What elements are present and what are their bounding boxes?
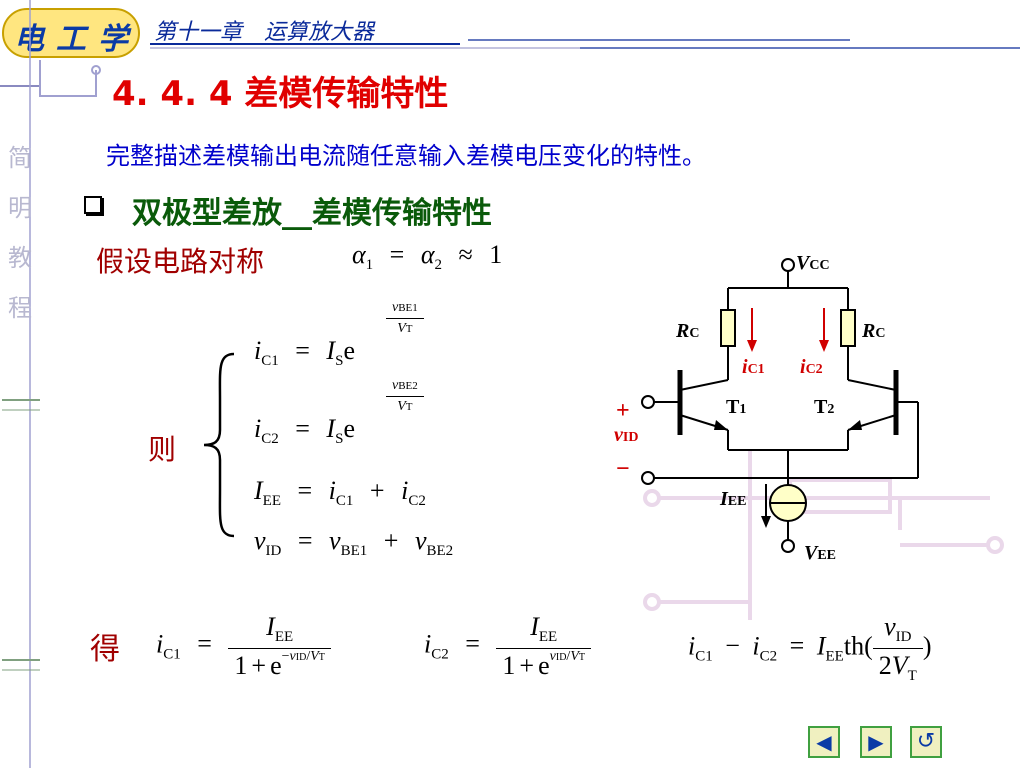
triangle-left-icon: ◀: [816, 730, 832, 754]
system-brace: [203, 352, 235, 538]
input-minus-label: −: [616, 456, 630, 482]
return-arrow-icon: ↺: [916, 729, 936, 754]
sidebar-char-3: 教: [8, 244, 32, 272]
return-button[interactable]: ↺: [910, 726, 942, 758]
section-intro: 完整描述差模输出电流随任意输入差模电压变化的特性。: [106, 142, 706, 170]
rc-right-label: RC: [862, 320, 886, 342]
t1-label: T1: [726, 396, 747, 418]
then-label: 则: [148, 433, 177, 466]
assumption-label: 假设电路对称: [96, 245, 265, 278]
sidebar-char-1: 简: [8, 144, 32, 172]
bullet-checkbox-icon: [84, 196, 102, 214]
assumption-equation: α1 = α2 ≈ 1: [352, 240, 503, 273]
section-title: 4. 4. 4 差模传输特性: [112, 74, 449, 114]
vcc-label: VCC: [796, 252, 830, 274]
header-rules: [0, 39, 1020, 97]
prev-slide-button[interactable]: ◀: [808, 726, 840, 758]
equation-ic2: iC2 = ISe: [254, 414, 355, 447]
badge-char-3: 学: [98, 22, 128, 57]
next-slide-button[interactable]: ▶: [860, 726, 892, 758]
circuit-diagram: [641, 258, 1004, 620]
result-ic1: iC1 = IEE 1+e−vID/VT: [156, 612, 331, 681]
background-watermark: [643, 450, 1004, 620]
vee-label: VEE: [804, 542, 837, 564]
equation-ic1: iC1 = ISe: [254, 336, 355, 369]
equation-vid: vID = vBE1 + vBE2: [254, 526, 454, 559]
t2-label: T2: [814, 396, 835, 418]
header: 电 工 学 第十一章 运算放大器: [0, 0, 1024, 97]
chapter-title: 第十一章 运算放大器: [154, 20, 375, 45]
exponent-ic2: vBE2 VT: [386, 378, 424, 415]
result-ic2: iC2 = IEE 1+evID/VT: [424, 612, 591, 681]
sidebar-decoration: [2, 0, 40, 768]
exponent-ic1: vBE1 VT: [386, 300, 424, 337]
iee-label: IEE: [720, 488, 747, 510]
triangle-right-icon: ▶: [868, 730, 884, 754]
sidebar-char-4: 程: [8, 294, 32, 322]
course-badge: 电 工 学: [2, 8, 140, 58]
badge-char-1: 电: [14, 22, 44, 57]
result-label: 得: [90, 632, 120, 667]
rc-left-label: RC: [676, 320, 700, 342]
result-difference: iC1 − iC2 = IEEth( vID 2VT ): [688, 612, 932, 684]
ic1-label: iC1: [742, 356, 765, 378]
ic2-label: iC2: [800, 356, 823, 378]
bullet-heading: 双极型差放__差模传输特性: [132, 196, 492, 231]
badge-char-2: 工: [56, 22, 86, 57]
equation-iee: IEE = iC1 + iC2: [254, 476, 426, 509]
sidebar-char-2: 明: [8, 194, 32, 222]
vid-label: vID: [614, 424, 639, 446]
input-plus-label: +: [616, 398, 630, 424]
